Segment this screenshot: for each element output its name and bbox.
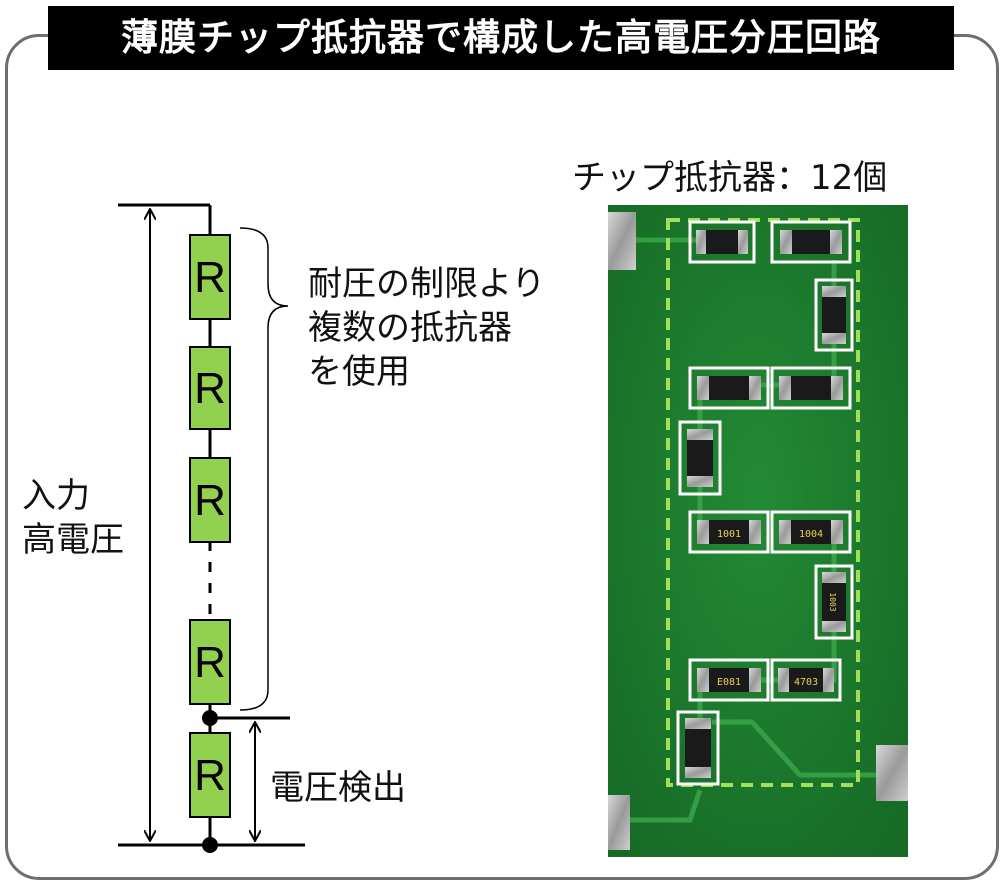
resistor-array-outline — [666, 218, 860, 787]
bracket-note-line2: 複数の抵抗器 — [308, 308, 512, 348]
resistor-label: R — [194, 751, 226, 800]
resistor-4 — [189, 619, 231, 705]
corner-pad — [876, 745, 908, 801]
resistor-1 — [189, 234, 231, 320]
input-label-line2: 高電圧 — [22, 520, 124, 560]
tap-junction-dot — [202, 710, 218, 726]
resistor-2 — [189, 346, 231, 430]
chip-resistors — [676, 220, 854, 786]
resistor-label: R — [194, 476, 226, 525]
input-label-line1: 入力 — [22, 476, 90, 516]
chip-code: 1003 — [828, 592, 837, 611]
page-title: 薄膜チップ抵抗器で構成した高電圧分圧回路 — [48, 6, 954, 70]
resistor-group-bracket — [239, 227, 289, 711]
detect-label: 電圧検出 — [270, 768, 406, 808]
corner-pad — [608, 795, 630, 850]
corner-pad — [608, 212, 636, 270]
resistor-label: R — [194, 253, 226, 302]
resistor-label: R — [194, 638, 226, 687]
ground-junction-dot — [202, 837, 218, 853]
resistor-3 — [189, 457, 231, 543]
photo-caption: チップ抵抗器：12個 — [572, 158, 888, 198]
resistor-label: R — [194, 364, 226, 413]
chip-code: 1004 — [799, 529, 823, 540]
bracket-note-line3: を使用 — [308, 352, 410, 392]
chip-code: 4703 — [794, 677, 818, 688]
chip-code: E081 — [717, 677, 741, 688]
chip-code: 1001 — [717, 529, 741, 540]
resistor-5 — [189, 732, 231, 818]
bracket-note-line1: 耐圧の制限より — [308, 264, 546, 304]
